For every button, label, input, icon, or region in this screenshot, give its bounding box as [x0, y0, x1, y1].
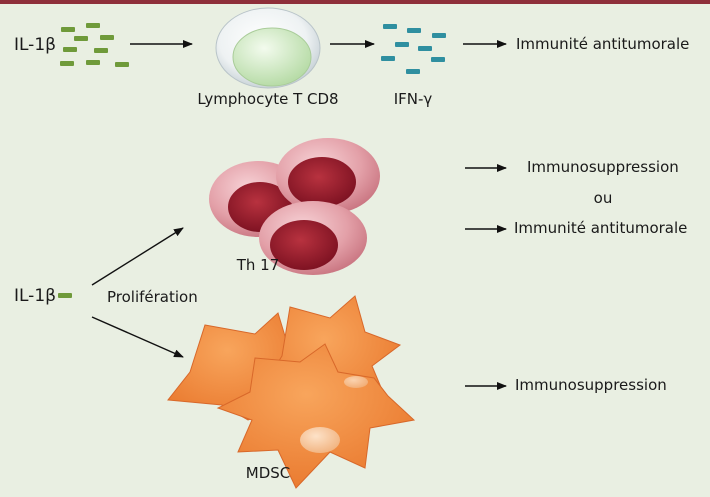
top-outcome-label: Immunité antitumorale: [516, 35, 690, 53]
cd8-lymphocyte-cell: [215, 7, 321, 89]
mdsc-outcome-label: Immunosuppression: [515, 376, 667, 394]
th17-cell-top-right: [276, 138, 380, 214]
cd8-label: Lymphocyte T CD8: [197, 90, 339, 108]
th17-or-label: ou: [593, 189, 613, 207]
mdsc-label: MDSC: [245, 464, 291, 482]
ifn-gamma-cytokines: [381, 24, 446, 74]
arrow-to-th17: [91, 227, 184, 286]
th17-label: Th 17: [236, 256, 280, 274]
mdsc-cell-cluster: [167, 295, 416, 489]
th17-cell-cluster: [209, 138, 380, 275]
top-accent-bar: [0, 0, 710, 4]
mdsc-nucleus: [300, 427, 340, 453]
il1b-label-top: IL-1β: [14, 35, 56, 55]
th17-outcome-immunosuppression: Immunosuppression: [527, 158, 679, 176]
th17-cell-bottom: [259, 201, 367, 275]
th17-outcome-antitumor: Immunité antitumorale: [514, 219, 688, 237]
mdsc-nucleus-hidden: [344, 376, 368, 388]
il1b-label-bottom: IL-1β: [14, 286, 56, 306]
ifn-gamma-label: IFN-γ: [393, 90, 433, 108]
il1b-cytokine-bottom: [58, 293, 72, 298]
arrow-to-mdsc: [91, 316, 184, 358]
il1b-cytokines-top: [60, 23, 129, 67]
proliferation-label: Prolifération: [107, 288, 198, 306]
